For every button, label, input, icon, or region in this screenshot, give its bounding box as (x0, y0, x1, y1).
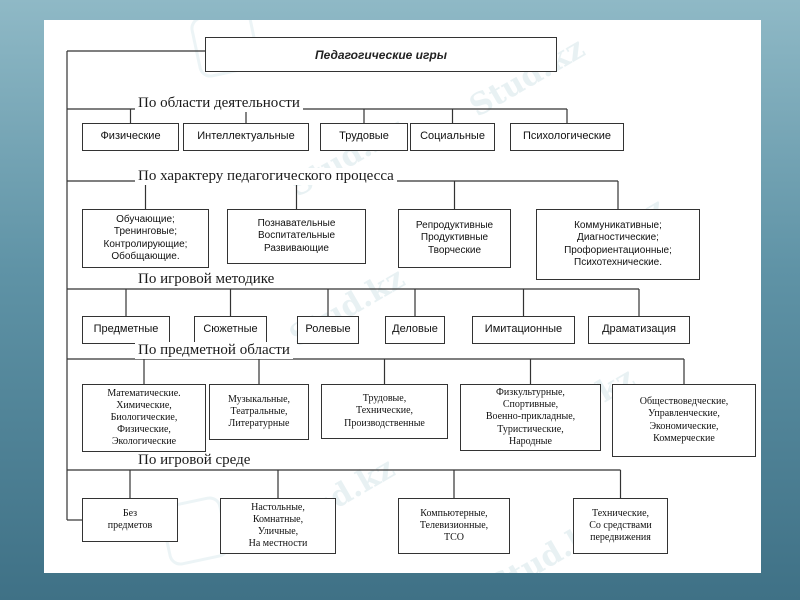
category-box-line: Настольные, (251, 501, 305, 513)
category-box-line: Математические. (107, 387, 181, 399)
category-box-line: Химические, (116, 399, 172, 411)
category-box-line: Без (122, 507, 138, 519)
category-box-line: Физические, (117, 424, 171, 436)
category-box-line: Интеллектуальные (197, 130, 295, 143)
category-box-line: Комнатные, (252, 513, 304, 525)
section-heading: По области деятельности (135, 95, 303, 112)
category-box: Сюжетные (194, 316, 267, 344)
category-box-line: Народные (509, 435, 552, 447)
category-box-line: Военно-прикладные, (485, 411, 576, 423)
category-box: Трудовые (320, 123, 408, 151)
category-box-line: Обучающие; (116, 214, 175, 226)
category-box: Социальные (410, 123, 495, 151)
category-box-line: ТСО (444, 532, 464, 544)
category-box-line: Продуктивные (420, 232, 489, 244)
category-box-line: Туристические, (497, 423, 564, 435)
category-box-line: Развивающие (264, 242, 329, 254)
category-box-line: Коммуникативные; (574, 220, 662, 232)
category-box: Деловые (385, 316, 445, 344)
category-box-line: Репродуктивные (415, 220, 494, 232)
category-box-line: Профориентационные; (564, 244, 672, 256)
category-box: Математические.Химические,Биологические,… (82, 384, 206, 452)
category-box: Психологические (510, 123, 624, 151)
category-box-line: Трудовые (339, 130, 389, 143)
category-box: Трудовые,Технические,Производственные (321, 384, 448, 439)
section-heading: По игровой методике (135, 271, 278, 288)
category-box-line: Социальные (420, 130, 485, 143)
category-box: Физические (82, 123, 179, 151)
category-box: Предметные (82, 316, 170, 344)
category-box-line: Творческие (427, 244, 482, 256)
root-title-box: Педагогические игры (205, 37, 557, 72)
category-box: Имитационные (472, 316, 575, 344)
category-box-line: Деловые (392, 323, 438, 336)
category-box-line: Имитационные (484, 323, 563, 336)
category-box-line: Технические, (591, 507, 650, 519)
category-box-line: Спортивные, (502, 399, 559, 411)
category-box-line: Театральные, (230, 405, 288, 417)
category-box-line: Психотехнические. (574, 256, 662, 268)
category-box-line: Компьютерные, (420, 507, 488, 519)
category-box-line: Сюжетные (203, 323, 258, 336)
category-box-line: Технические, (355, 405, 414, 417)
category-box-line: На местности (248, 538, 308, 550)
category-box-line: Психологические (522, 130, 612, 143)
category-box: Коммуникативные;Диагностические;Профорие… (536, 209, 700, 280)
category-box-line: Телевизионные, (419, 519, 489, 531)
category-box-line: Экологические (111, 436, 177, 448)
category-box-line: Уличные, (257, 526, 299, 537)
category-box-line: Биологические, (110, 411, 178, 423)
category-box-line: Производственные (344, 417, 425, 429)
category-box-line: передвижения (590, 532, 651, 544)
category-box-line: Физические (100, 130, 161, 143)
category-box-line: Со средствами (589, 519, 652, 531)
category-box-line: Предметные (93, 323, 159, 336)
category-box-line: Трудовые, (362, 393, 407, 405)
category-box: Интеллектуальные (183, 123, 309, 151)
category-box: Ролевые (297, 316, 359, 344)
category-box-line: Музыкальные, (227, 393, 291, 405)
category-box: Музыкальные,Театральные,Литературные (209, 384, 309, 440)
category-box-line: Управленческие, (648, 408, 720, 420)
section-heading: По игровой среде (135, 452, 254, 469)
category-box-line: Экономические, (649, 420, 719, 432)
category-box-line: Обществоведческие, (639, 396, 729, 408)
category-box-line: Драматизация (602, 323, 676, 336)
category-box: Физкультурные,Спортивные,Военно-прикладн… (460, 384, 601, 451)
category-box-line: Тренинговые; (113, 226, 178, 238)
category-box-line: предметов (107, 520, 153, 531)
category-box: Настольные,Комнатные,Уличные,На местност… (220, 498, 336, 554)
category-box: Драматизация (588, 316, 690, 344)
category-box-line: Познавательные (257, 218, 336, 230)
category-box: Обществоведческие,Управленческие,Экономи… (612, 384, 756, 457)
category-box-line: Коммерческие (653, 432, 715, 444)
category-box-line: Литературные (228, 418, 290, 430)
diagram-slide: Stud.kz Stud.kz Stud.kz Stud.kz Stud.kz … (44, 20, 761, 573)
category-box: Компьютерные,Телевизионные,ТСО (398, 498, 510, 554)
category-box-line: Диагностические; (577, 232, 659, 244)
category-box-line: Контролирующие; (103, 238, 188, 250)
category-box-line: Ролевые (305, 323, 351, 336)
category-box-line: Физкультурные, (496, 387, 565, 399)
category-box-line: Обобщающие. (111, 250, 180, 262)
category-box: Обучающие;Тренинговые;Контролирующие;Обо… (82, 209, 209, 268)
section-heading: По характеру педагогического процесса (135, 168, 397, 185)
category-box-line: Воспитательные (257, 230, 336, 242)
connector-lines (66, 50, 685, 521)
section-heading: По предметной области (135, 342, 293, 359)
